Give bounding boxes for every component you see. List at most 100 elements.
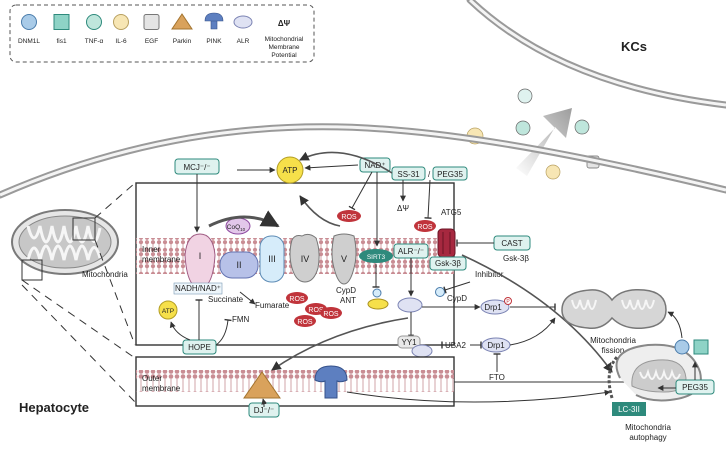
legend-label-il6: IL-6 (115, 38, 127, 45)
legend-label-fis1: fis1 (56, 38, 67, 45)
fission-label-1: Mitochondria (590, 336, 636, 345)
zoom-line-4 (21, 284, 136, 403)
coq10-subscript: 10 (240, 227, 246, 232)
hope-label: HOPE (188, 343, 211, 352)
il6-circle-icon (113, 14, 129, 30)
dnm1l-right (674, 339, 690, 355)
legend-delta-psi-symbol: ΔΨ (278, 19, 291, 28)
lc3-label: LC-3II (618, 405, 640, 414)
inhibitor-inhibit-cypd (443, 281, 471, 294)
egf-square-icon (143, 14, 160, 30)
ros-3 (286, 292, 308, 304)
legend-label-dnm1l: DNM1L (18, 38, 40, 45)
legend-label-egf: EGF (145, 38, 158, 45)
legend: DNM1L fis1 TNF-α IL-6 EGF Parkin PINK AL… (9, 4, 315, 63)
parkin-triangle (243, 371, 281, 399)
ros-5 (320, 307, 342, 319)
cypd-small (372, 288, 382, 298)
ros-1 (337, 210, 361, 222)
lc3-box (612, 402, 646, 416)
ss31-to-atp-arrow (299, 151, 393, 174)
ros-3-label: ROS (289, 296, 305, 303)
uba2-label: UBA2 (445, 341, 466, 350)
hepatocyte-label: Hepatocyte (19, 400, 89, 415)
fis1-right (693, 339, 709, 355)
ros-1-label: ROS (341, 214, 357, 221)
electron-flow-arrow (208, 210, 280, 228)
ros-6-label: ROS (297, 319, 313, 326)
complex-iii (259, 235, 285, 283)
zoom-line-3 (21, 279, 136, 359)
drp1-to-fission-arrow (509, 317, 556, 346)
alr-to-parkin-arrow (271, 317, 409, 371)
gsk3b-right-label: Gsk-3β (503, 254, 529, 263)
complex-i-label: I (199, 251, 202, 261)
fis1-square-icon (53, 14, 70, 30)
succinate-label: Succinate (208, 295, 244, 304)
pink-mushroom-icon (204, 12, 224, 30)
atp-top-circle (276, 156, 304, 184)
ros-6 (294, 315, 316, 327)
pink-protein (314, 365, 348, 399)
dnm1l-to-fission-arrow (667, 311, 683, 339)
peg35-top-box (432, 166, 468, 181)
atp-left-label: ATP (162, 308, 174, 315)
complex-iii-label: III (268, 254, 276, 264)
alr-knockout-label: ALR⁻/⁻ (398, 247, 424, 256)
gsk3b-to-autophagy-arrow (461, 254, 613, 373)
mito-zoom-box-outer (21, 259, 43, 281)
parkin-triangle-icon (171, 13, 193, 30)
secretion-arrow (516, 108, 572, 176)
cypd-ant-label: CypD (336, 286, 356, 295)
ant-label: ANT (340, 296, 356, 305)
peg35-right-label: PEG35 (682, 383, 708, 392)
mitochondria-autophagy-graphic (607, 343, 702, 402)
dj-knockout-label: DJ⁻/⁻ (254, 406, 274, 415)
secreted-il6-2 (545, 164, 561, 180)
mcj-knockout-label: MCJ⁻/⁻ (183, 163, 210, 172)
dnm1l-circle-icon (21, 14, 37, 30)
secreted-tnf-alpha-2 (515, 120, 531, 136)
ss31-label: SS-31 (397, 170, 420, 179)
zoom-line-1 (94, 182, 136, 219)
legend-delta-psi-line1: Mitochondrial (265, 36, 304, 43)
fto-label: FTO (489, 373, 505, 382)
autophagy-label-1: Mitochondria (625, 423, 671, 432)
pink-to-autophagy-arrow (346, 389, 611, 403)
peg35-top-label: PEG35 (437, 170, 463, 179)
zoom-line-2 (94, 239, 136, 346)
ros-to-atp-feedback-arrow (299, 195, 341, 227)
tnf-alpha-circle-icon (86, 14, 102, 30)
outer-membrane-label-1: Outer (142, 374, 162, 383)
ss31-peg35-slash: / (428, 170, 431, 179)
outer-membrane-bilayer (136, 370, 454, 392)
delta-psi-small: ΔΨ (397, 204, 409, 213)
hope-inhibit-fmn (215, 318, 232, 346)
ros-5-label: ROS (323, 311, 339, 318)
yy1-box (397, 335, 421, 349)
atg5-channel (437, 228, 456, 258)
kc-membrane-inner (468, 0, 726, 107)
succinate-fumarate-arrow (239, 291, 256, 305)
legend-label-pink: PINK (206, 38, 222, 45)
mitochondrion-overview (11, 209, 119, 275)
mito-zoom-box-inner (72, 217, 96, 241)
kc-membrane (466, 0, 726, 109)
ros-2 (414, 220, 436, 232)
dj-to-parkin-arrow (261, 398, 268, 405)
ss31-box (391, 166, 426, 181)
gsk3b-box (429, 256, 467, 271)
hope-to-atp-arrow (169, 321, 191, 341)
hepatocyte-membrane-inner (0, 125, 726, 197)
nad-label: NAD⁺ (364, 161, 385, 170)
fission-label-2: fission (602, 346, 625, 355)
legend-label-parkin: Parkin (173, 38, 192, 45)
ros-4-label: ROS (308, 307, 324, 314)
nadh-box (173, 282, 223, 295)
yy1-label: YY1 (401, 338, 417, 347)
fumarate-label: Fumarate (255, 301, 290, 310)
coq10-label: CoQ10 (227, 224, 246, 232)
drp1-phospho-circle (504, 297, 512, 305)
mitochondria-fission-graphic (561, 288, 667, 330)
